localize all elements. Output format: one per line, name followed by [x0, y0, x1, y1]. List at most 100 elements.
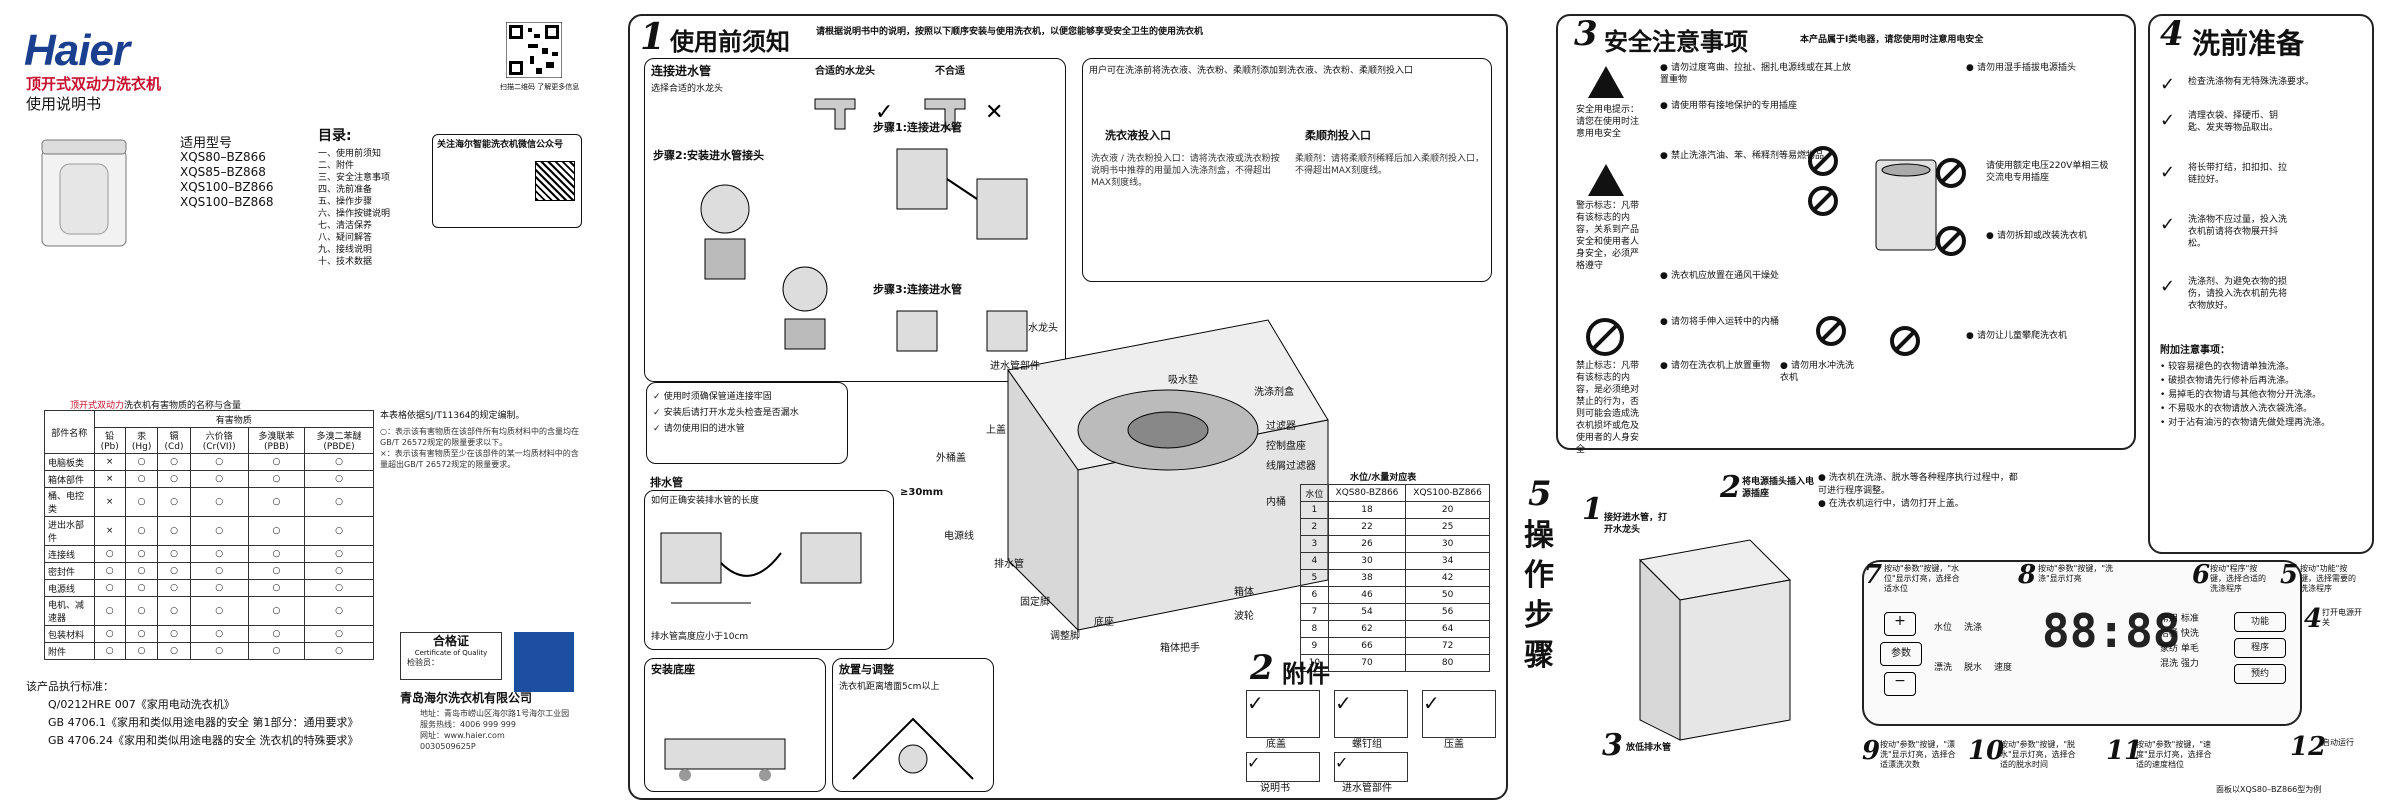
hazard-cell: ○	[304, 562, 374, 580]
toc-item: 一、使用前须知	[318, 149, 382, 159]
section3-frame	[1556, 14, 2136, 450]
label-lint-filter: 线屑过滤器	[1266, 461, 1316, 472]
sec3-subtitle: 本产品属于Ⅰ类电器，请您使用时注意用电安全	[1800, 35, 1984, 45]
param-button[interactable]: 参数	[1880, 642, 1922, 666]
company-info: 地址：青岛市崂山区海尔路1号海尔工业园 服务热线：4006 999 999 网址…	[420, 708, 569, 752]
hazard-cell: ○	[93, 579, 126, 597]
level-block: 放置与调整 洗衣机距离墙面5cm以上	[832, 658, 994, 792]
water-cell: 50	[1405, 586, 1490, 604]
company-phone: 服务热线：4006 999 999	[420, 720, 516, 729]
water-cell: 4	[1300, 552, 1329, 570]
hazard-cell: ○	[157, 596, 191, 626]
step-text: 按动"功能"按键，选择需要的洗涤程序	[2300, 564, 2356, 593]
program-label: 家纺	[2160, 644, 2179, 654]
note-item: ✓ 安装后请打开水龙头检查是否漏水	[653, 408, 799, 418]
hazard-cell: ○	[247, 470, 306, 488]
toc-item: 六、操作按键说明	[318, 209, 391, 219]
company-name: 青岛海尔洗衣机有限公司	[400, 691, 533, 705]
program-label: 混洗	[2160, 659, 2179, 669]
hazard-cell: ○	[157, 642, 191, 660]
function-button[interactable]: 功能	[2234, 612, 2286, 632]
intake-title: 连接进水管	[651, 64, 712, 78]
hazard-table: 部件名称有害物质 铅(Pb)汞(Hg)镉(Cd)六价铬(Cr(VI))多溴联苯(…	[44, 410, 375, 660]
step-badge: 8	[2018, 560, 2037, 590]
prohibit-icon	[1936, 158, 1966, 188]
toc-item: 二、附件	[318, 161, 355, 171]
water-cell: 20	[1405, 501, 1490, 519]
safety-point: ● 洗衣机应放置在通风干燥处	[1660, 271, 1780, 281]
hazard-part-name: 进出水部件	[44, 516, 95, 546]
label-filter: 过滤器	[1266, 421, 1296, 432]
step1-label: 步骤1:连接进水管	[873, 121, 963, 134]
bullet-icon: ●	[1660, 151, 1671, 161]
drain-block: 如何正确安装排水管的长度 排水管高度应小于10cm	[644, 490, 894, 650]
prohibit-icon	[1808, 146, 1838, 176]
warning-icon	[1588, 164, 1624, 196]
hazard-col-header: 汞(Hg)	[124, 427, 159, 454]
intake-sub: 选择合适的水龙头	[651, 84, 724, 94]
standards-list: Q/0212HRE 007《家用电动洗衣机》 GB 4706.1《家用和类似用途…	[48, 696, 359, 750]
hazard-cell: ○	[247, 545, 306, 563]
warn-sign: 警示标志：凡带有该标志的内容，关系到产品安全和使用者人身安全，必须严格遵守	[1576, 201, 1640, 271]
label-base: 底座	[1094, 617, 1114, 628]
svg-text:✓: ✓	[875, 100, 893, 125]
label-tap: 水龙头	[1028, 323, 1058, 334]
tap-ng-label: 不合适	[935, 66, 965, 77]
hazard-part-name: 桶、电控类	[44, 487, 95, 517]
hazard-cell: ○	[157, 516, 191, 546]
prohibit-icon	[1808, 186, 1838, 216]
water-cell: 54	[1327, 603, 1407, 621]
hazard-col-header: 多溴联苯(PBB)	[247, 427, 306, 454]
table-row: 电源线○○○○○○	[44, 579, 374, 597]
step2-label: 步骤2:安装进水管接头	[653, 149, 765, 162]
check-icon: ✓	[2160, 276, 2176, 297]
safety-point: ● 请勿将手伸入运转中的内桶	[1660, 317, 1780, 327]
bullet-icon: ●	[1660, 63, 1671, 73]
plus-button[interactable]: +	[1884, 612, 1916, 636]
model-item: XQS100–BZ868	[180, 195, 274, 209]
hazard-cell: ○	[93, 545, 126, 563]
accessory-base-cover: ✓	[1246, 690, 1320, 738]
check-icon: ✓	[1335, 753, 1349, 772]
hazard-cell: ○	[124, 453, 159, 471]
company-address: 地址：青岛市崂山区海尔路1号海尔工业园	[420, 709, 570, 718]
sec3-title: 安全注意事项	[1604, 28, 1748, 56]
prep-list: ✓检查洗涤物有无特殊洗涤要求。 ✓清理衣袋、择硬币、钥匙、发夹等物品取出。 ✓将…	[2160, 74, 2360, 340]
panel-model-footer: 面板以XQS80–BZ866型为例	[2216, 785, 2322, 794]
check-icon: ✓	[2160, 74, 2176, 95]
program-button[interactable]: 程序	[2234, 638, 2286, 658]
hazard-cell: ○	[247, 625, 306, 643]
brand-logo: Haier	[24, 26, 130, 75]
model-item: XQS100–BZ866	[180, 180, 274, 194]
cert-title: 合格证	[432, 634, 469, 648]
label-adjust-foot: 调整脚	[1050, 631, 1080, 642]
step-text: 将电源插头插入电源插座	[1742, 477, 1815, 499]
delay-button[interactable]: 预约	[2234, 664, 2286, 684]
hazard-header: 有害物质	[93, 410, 375, 428]
detergent-desc: 洗衣液 / 洗衣粉投入口：请将洗衣液或洗衣粉按说明书中推荐的用量加入洗涤剂盒，不…	[1091, 154, 1280, 188]
hazard-cell: ○	[93, 596, 126, 626]
hazard-cell: ○	[124, 625, 159, 643]
water-cell: 7	[1300, 603, 1329, 621]
minus-button[interactable]: −	[1884, 672, 1916, 696]
water-cell: 46	[1327, 586, 1407, 604]
hazard-cell: ○	[247, 642, 306, 660]
hazard-cell: ○	[247, 596, 306, 626]
table-row: 电机、减速器○○○○○○	[44, 596, 374, 626]
toc-item: 八、疑问解答	[318, 233, 373, 243]
softener-title: 柔顺剂投入口	[1305, 129, 1371, 142]
control-panel: + 参数 − 水位 洗涤 漂洗 脱水 速度 88:88 常用 标准 洁桶 快洗 …	[1862, 560, 2302, 726]
hazard-part-name: 电机、减速器	[44, 596, 95, 626]
machine-diagram	[1007, 319, 1329, 632]
water-cell: 22	[1327, 518, 1407, 536]
attach-note: • 破损衣物请先行修补后再洗涤。	[2160, 376, 2295, 386]
water-col-header: 水位	[1300, 484, 1329, 502]
safety-point: ● 请使用带有接地保护的专用插座	[1660, 101, 1798, 111]
hazard-cell: ○	[157, 625, 191, 643]
hazard-cell: ○	[189, 642, 249, 660]
accessory-press-cover: ✓	[1422, 690, 1496, 738]
hazard-col-header: 镉(Cd)	[157, 427, 191, 454]
